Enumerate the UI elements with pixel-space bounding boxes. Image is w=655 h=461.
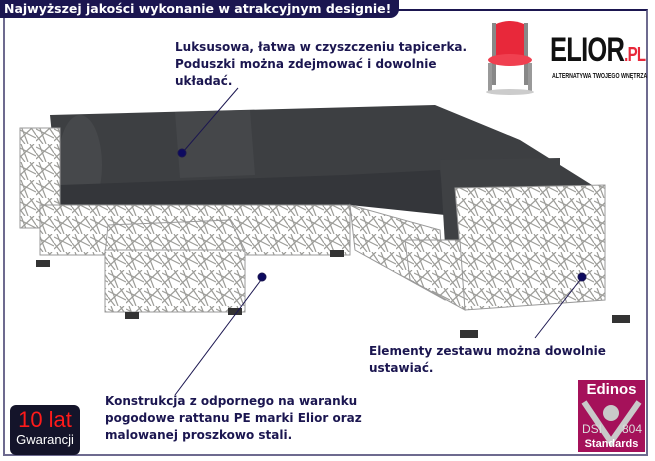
warranty-badge: 10 lat Gwarancji (10, 405, 80, 455)
elior-logo: ELIOR.PL ALTERNATYWA TWOJEGO WNĘTRZA (482, 18, 652, 98)
edinos-brand: Edinos (586, 381, 637, 398)
checkmark-icon (581, 400, 642, 448)
edinos-certification-badge: Edinos DSI 804 Standards (578, 380, 645, 452)
callout-lines (174, 87, 587, 396)
arrangement-note: Elementy zestawu można dowolnie ustawiać… (369, 344, 606, 375)
logo-tagline: ALTERNATYWA TWOJEGO WNĘTRZA (552, 73, 648, 80)
warranty-label: Gwarancji (16, 432, 74, 447)
edinos-dsi: DSI (582, 422, 603, 436)
headline-banner: Najwyższej jakości wykonanie w atrakcyjn… (0, 0, 400, 18)
chair-icon (486, 21, 534, 95)
edinos-number: 804 (621, 422, 642, 436)
logo-wordmark: ELIOR.PL (550, 31, 646, 69)
sofa-illustration (19, 105, 630, 338)
construction-note: Konstrukcja z odpornego na waranku pogod… (105, 394, 362, 442)
warranty-years: 10 lat (18, 407, 72, 432)
upholstery-note: Luksusowa, łatwa w czyszczeniu tapicerka… (175, 40, 468, 88)
edinos-standards: Standards (584, 438, 639, 450)
